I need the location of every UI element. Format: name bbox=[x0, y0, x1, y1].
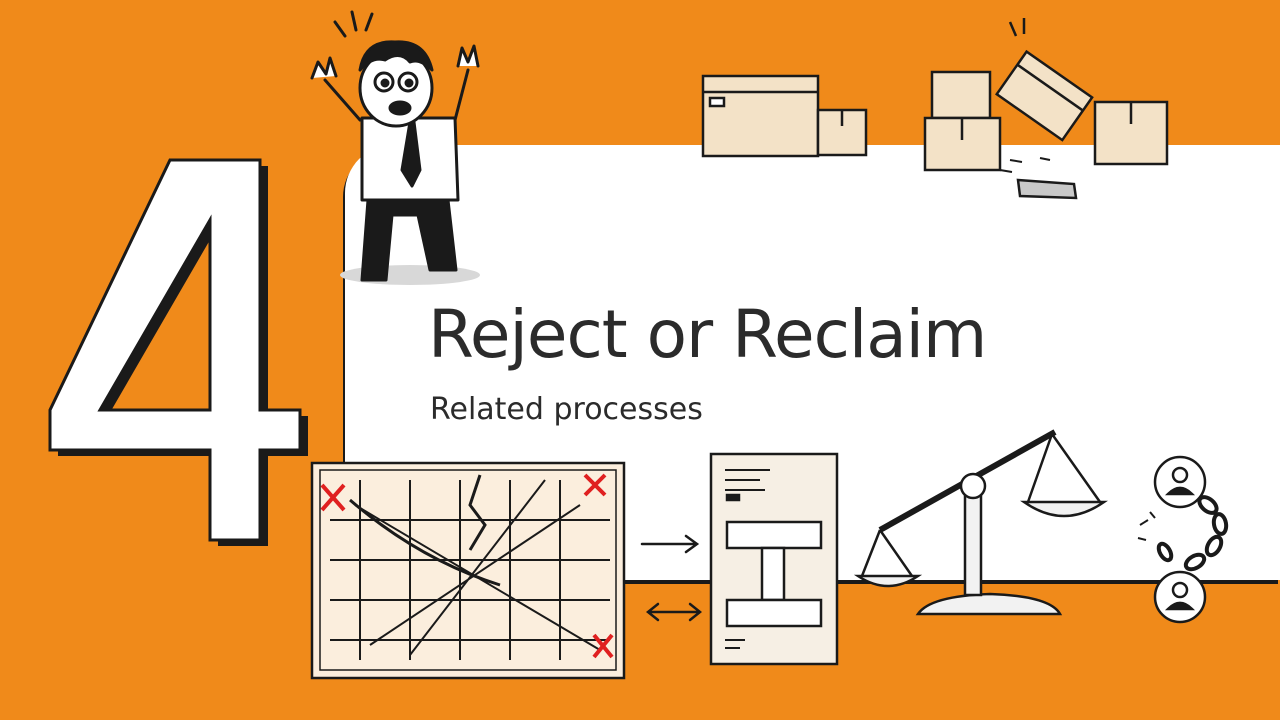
falling-boxes-icon bbox=[923, 18, 1169, 200]
stacked-boxes-icon bbox=[701, 74, 868, 158]
slide-number-graphic bbox=[48, 158, 308, 546]
broken-chain-users-icon bbox=[1137, 455, 1229, 624]
balance-scale-icon bbox=[853, 429, 1108, 616]
cracked-grid-document-icon bbox=[310, 461, 626, 680]
slide-title: Reject or Reclaim bbox=[428, 296, 987, 373]
arrow-right-icon bbox=[640, 534, 700, 554]
form-document-icon bbox=[709, 452, 839, 666]
slide-subtitle: Related processes bbox=[430, 392, 703, 427]
double-arrow-icon bbox=[645, 602, 703, 622]
stressed-man-icon bbox=[310, 10, 480, 285]
